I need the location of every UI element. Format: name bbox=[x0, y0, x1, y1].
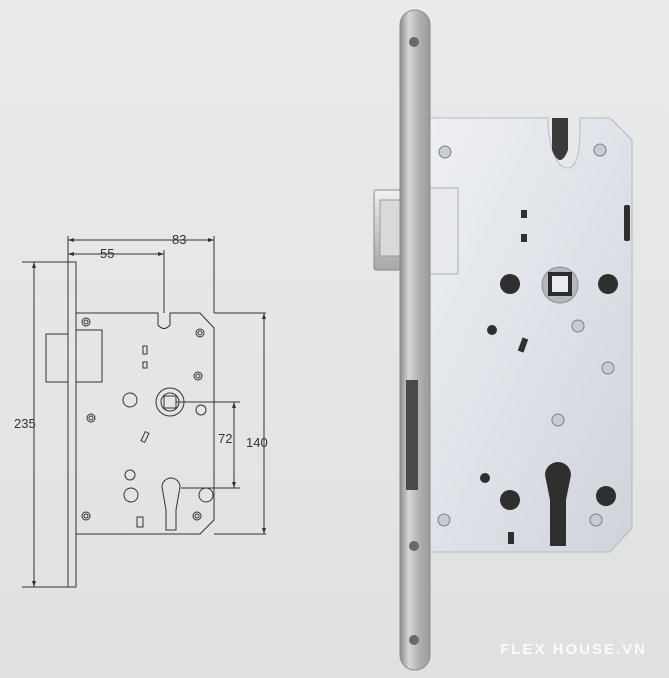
screw-icon bbox=[571, 319, 585, 333]
faceplate bbox=[399, 9, 431, 671]
screw-icon bbox=[601, 361, 615, 375]
dim-backset: 55 bbox=[100, 246, 114, 261]
screw-icon bbox=[589, 513, 603, 527]
dim-width-total: 83 bbox=[172, 232, 186, 247]
spindle-hub bbox=[541, 266, 579, 304]
lock-case bbox=[429, 117, 633, 553]
drawing-latch-housing bbox=[75, 329, 103, 383]
deadbolt-slot bbox=[406, 380, 418, 490]
faceplate-screw-hole-bottom-icon bbox=[409, 635, 419, 645]
screw-icon bbox=[438, 145, 452, 159]
faceplate-screw-hole-mid-icon bbox=[409, 541, 419, 551]
watermark: FLEX HOUSE.VN bbox=[500, 641, 647, 658]
screw-icon bbox=[593, 143, 607, 157]
screw-icon bbox=[551, 413, 565, 427]
dim-case-height: 140 bbox=[246, 435, 268, 450]
faceplate-screw-hole-top-icon bbox=[409, 37, 419, 47]
drawing-latch bbox=[45, 333, 69, 383]
screw-icon bbox=[437, 513, 451, 527]
dim-height-total: 235 bbox=[14, 416, 36, 431]
dim-center-distance: 72 bbox=[218, 431, 232, 446]
